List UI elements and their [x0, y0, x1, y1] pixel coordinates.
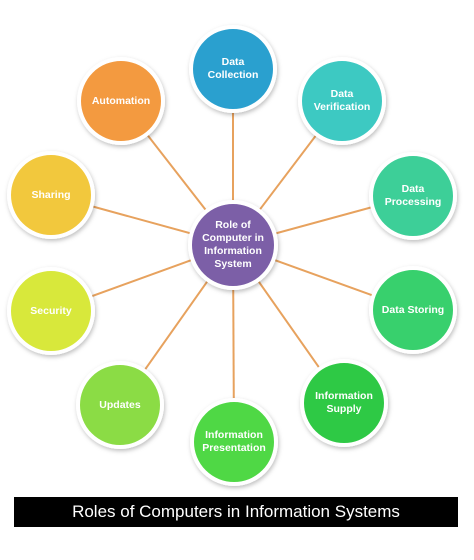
- node-data-collection: [189, 25, 277, 113]
- center-node: [188, 200, 278, 290]
- node-data-processing: [369, 152, 457, 240]
- node-data-verification: [298, 57, 386, 145]
- node-sharing: [7, 151, 95, 239]
- node-data-storing: [369, 266, 457, 354]
- diagram-caption: Roles of Computers in Information System…: [14, 497, 458, 527]
- node-automation: [77, 57, 165, 145]
- node-updates: [76, 361, 164, 449]
- node-information-presentation: [190, 398, 278, 486]
- role-diagram: [7, 25, 457, 486]
- node-security: [7, 267, 95, 355]
- node-information-supply: [300, 359, 388, 447]
